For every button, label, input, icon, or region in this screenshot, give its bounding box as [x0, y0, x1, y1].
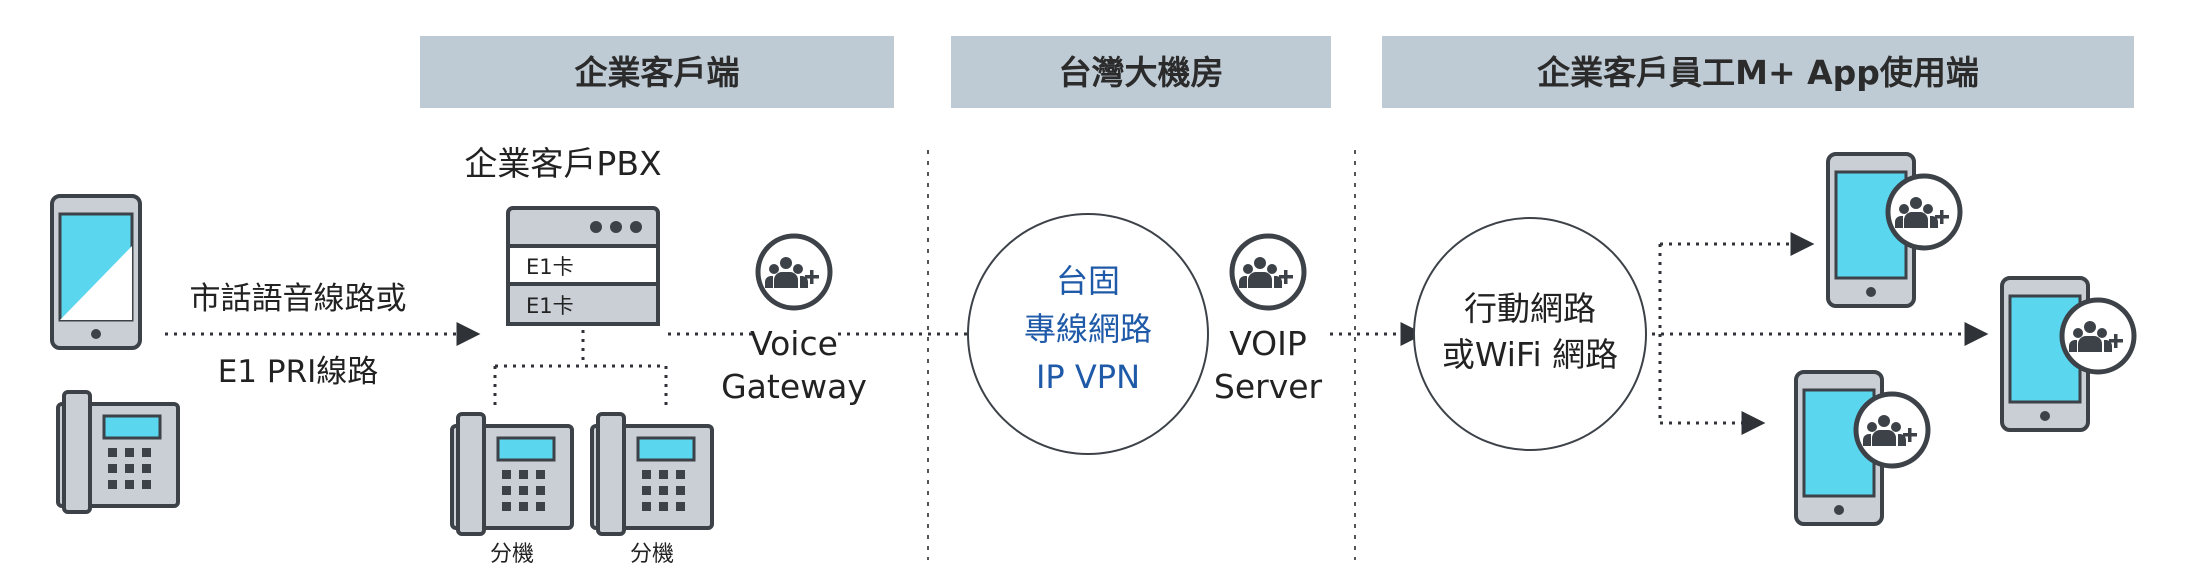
employee-phone-2 — [2000, 276, 2134, 432]
vpn-label-1: 台固 — [1056, 262, 1120, 300]
phone-icon — [50, 194, 142, 350]
link-label-line1: 市話語音線路或 — [190, 281, 407, 317]
section-header-enterprise: 企業客戶端 — [420, 36, 894, 108]
pbx-title: 企業客戶PBX — [464, 144, 661, 183]
mobile-net-label-2: 或WiFi 網路 — [1442, 335, 1618, 374]
mobile-network-node: 行動網路 或WiFi 網路 — [1413, 217, 1647, 451]
section-title-datacenter: 台灣大機房 — [1059, 53, 1224, 92]
fanout-links — [1652, 232, 1989, 435]
employee-phone-3 — [1794, 370, 1928, 526]
section-title-enterprise: 企業客戶端 — [575, 53, 740, 92]
mobile-net-label-1: 行動網路 — [1464, 289, 1596, 328]
mplus-icon — [2062, 300, 2134, 372]
section-header-mobile-users: 企業客戶員工M+ App使用端 — [1382, 36, 2134, 108]
mplus-icon — [1888, 176, 1960, 248]
vpn-label-3: IP VPN — [1036, 358, 1140, 396]
desk-phone-icon — [56, 390, 180, 514]
mplus-icon — [1856, 394, 1928, 466]
section-title-mobile-users: 企業客戶員工M+ App使用端 — [1537, 53, 1979, 92]
extension-phone-2 — [590, 412, 714, 536]
extension-phone-1 — [450, 412, 574, 536]
voice-gateway-label-2: Gateway — [721, 367, 867, 406]
voip-server-label-1: VOIP — [1229, 324, 1307, 363]
employee-phone-1 — [1826, 152, 1960, 308]
server-icon: E1卡 E1卡 — [506, 206, 660, 326]
extension-label-1: 分機 — [490, 542, 534, 567]
voip-server-label-2: Server — [1214, 367, 1323, 406]
vpn-network-node: 台固 專線網路 IP VPN — [967, 213, 1209, 455]
section-header-datacenter: 台灣大機房 — [951, 36, 1331, 108]
vpn-label-2: 專線網路 — [1024, 310, 1152, 348]
voip-server-mplus-icon — [1232, 236, 1304, 308]
extension-links — [493, 330, 668, 408]
pbx-card-1: E1卡 — [526, 255, 574, 279]
voice-gateway-label-1: Voice — [750, 324, 838, 363]
voice-gateway-mplus-icon — [758, 236, 830, 308]
link-label-line2: E1 PRI線路 — [218, 354, 379, 390]
extension-label-2: 分機 — [630, 542, 674, 567]
pbx-card-2: E1卡 — [526, 294, 574, 318]
